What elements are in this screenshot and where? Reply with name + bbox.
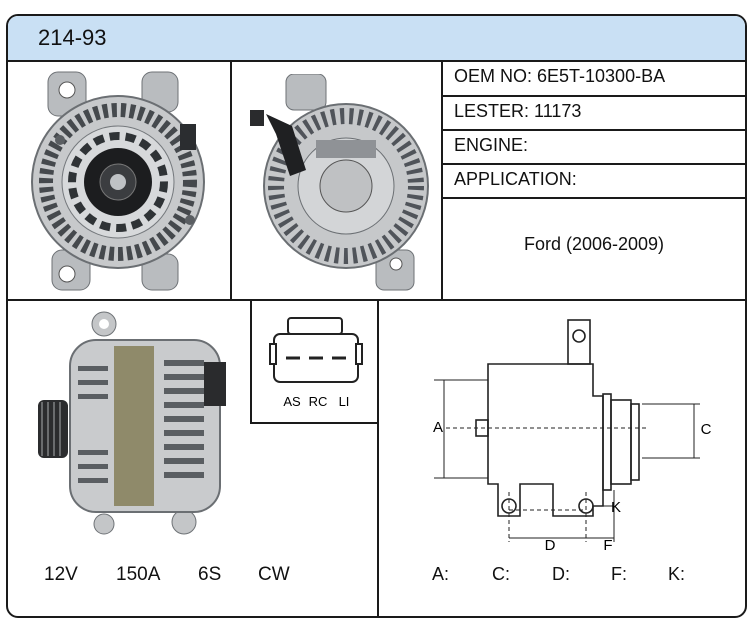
- dimension-drawing: A C D F K: [433, 319, 712, 554]
- plug-label-li: LI: [339, 394, 350, 409]
- alternator-side-image: [38, 311, 226, 535]
- dim-label-c: C: [701, 421, 712, 438]
- spec-amperage: 150A: [116, 564, 161, 585]
- dim-label-a: A: [433, 419, 443, 436]
- spec-pulley: 6S: [198, 564, 222, 585]
- divider-middle: [8, 299, 745, 301]
- divider-info: [441, 60, 443, 300]
- dim-label-k: K: [611, 499, 621, 516]
- application-label: APPLICATION:: [454, 169, 577, 189]
- divider-plug-left: [250, 300, 252, 424]
- dimension-f: F:: [611, 564, 627, 584]
- divider-row2: [441, 129, 745, 131]
- dimension-k: K:: [668, 564, 686, 584]
- dim-label-f: F: [603, 537, 612, 554]
- header-bar: 214-93: [8, 16, 745, 62]
- part-number: 214-93: [38, 25, 107, 50]
- divider-diagram: [377, 300, 379, 616]
- alternator-spec-card: 214-93 OEM NO: 6E5T-10300-BA LESTER: 111…: [6, 14, 747, 618]
- divider-row1: [441, 95, 745, 97]
- plug-label-rc: RC: [309, 394, 328, 409]
- divider-photo: [230, 60, 232, 300]
- application-value: Ford (2006-2009): [523, 234, 665, 254]
- lester-number: LESTER: 11173: [454, 101, 582, 121]
- dim-label-d: D: [545, 537, 556, 554]
- divider-plug-bottom: [250, 422, 378, 424]
- connector-plug-diagram: AS RC LI: [269, 317, 363, 409]
- spec-voltage: 12V: [44, 564, 78, 585]
- oem-number: OEM NO: 6E5T-10300-BA: [454, 66, 666, 86]
- spec-rotation: CW: [258, 564, 290, 585]
- divider-row3: [441, 163, 745, 165]
- alternator-rear-image: [250, 74, 429, 291]
- dimension-d: D:: [552, 564, 570, 584]
- engine-label: ENGINE:: [454, 135, 529, 155]
- dimension-c: C:: [492, 564, 510, 584]
- dimension-a: A:: [432, 564, 450, 584]
- alternator-front-image: [31, 71, 205, 291]
- divider-row4: [441, 197, 745, 199]
- plug-label-as: AS: [283, 394, 301, 409]
